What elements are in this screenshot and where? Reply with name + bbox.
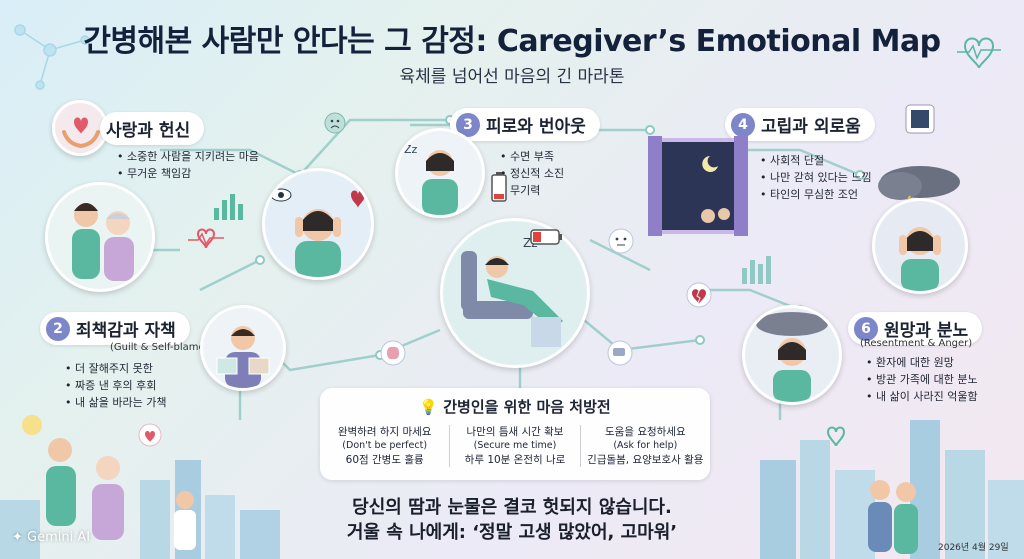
sparkle-icon: ✦ (12, 530, 28, 545)
city-skyline-left (0, 415, 280, 559)
list-item: 나만 갇혀 있다는 느낌 (760, 169, 872, 186)
closing-line-1: 당신의 땀과 눈물은 결코 헛되지 않습니다. (352, 497, 672, 518)
list-item: 더 잘해주지 못한 (65, 360, 166, 377)
low-battery-icon (491, 172, 507, 202)
tip-title: 완벽하려 하지 마세요 (337, 426, 432, 438)
page-subtitle: 육체를 넘어선 마음의 긴 마라톤 (399, 67, 625, 87)
tip-title-en: (Ask for help) (613, 440, 678, 451)
section-title: 원망과 분노 (884, 321, 969, 341)
battery-empty-icon (530, 229, 562, 245)
list-item: 사회적 단절 (760, 152, 872, 169)
heart-monitor-icon (188, 228, 224, 249)
distressed-person-illustration (262, 168, 374, 280)
broken-heart-icon (686, 282, 712, 308)
brand-label: Gemini AI (27, 530, 91, 545)
section-title: 고립과 외로움 (761, 117, 861, 137)
list-item: 무거운 책임감 (117, 165, 259, 182)
list-item: 타인의 무심한 조언 (760, 186, 872, 203)
city-skyline-right (760, 420, 1024, 559)
caregiver-elder-illustration (45, 182, 155, 292)
tip-card: 나만의 틈새 시간 확보 (Secure me time) 하루 10분 온전히… (450, 425, 581, 467)
tip-detail: 긴급돌봄, 요양보호사 활용 (587, 454, 704, 466)
list-item: 무기력 (500, 182, 564, 199)
tip-title: 나만의 틈새 시간 확보 (466, 426, 564, 438)
section-number-badge: 2 (46, 316, 70, 341)
picture-frame-icon (905, 104, 935, 134)
tip-detail: 60점 간병도 훌륭 (345, 454, 424, 466)
tip-title-en: (Don't be perfect) (342, 440, 428, 451)
section-title: 죄책감과 자책 (76, 321, 176, 341)
bar-chart-icon (742, 256, 771, 284)
section-title: 피로와 번아웃 (486, 117, 586, 137)
sad-face-icon (324, 112, 346, 134)
list-item: 소중한 사람을 지키려는 마음 (117, 148, 259, 165)
sleeping-caregiver-illustration: Zz (440, 218, 590, 368)
page-title: 간병해본 사람만 안다는 그 감정: Caregiver’s Emotional… (83, 24, 941, 59)
window-illustration (648, 136, 748, 236)
closing-line-2: 거울 속 나에게: ‘정말 고생 많았어, 고마워’ (346, 522, 678, 543)
prescription-title: 간병인을 위한 마음 처방전 (443, 398, 611, 416)
date-label: 2026년 4월 29일 (938, 543, 1009, 553)
tired-nurse-illustration: Zz (395, 128, 485, 218)
list-item: 정신적 소진 (500, 165, 564, 182)
photo-holding-illustration (200, 305, 286, 391)
section-number-badge: 4 (731, 112, 755, 137)
brand-logo: ✦ Gemini AI (12, 530, 90, 545)
bar-chart-icon (214, 194, 243, 220)
svg-text:Zz: Zz (404, 143, 418, 156)
tip-title: 도움을 요청하세요 (605, 426, 686, 438)
list-item: 환자에 대한 원망 (866, 354, 978, 371)
section-subtitle-en: (Guilt & Self-blame) (110, 342, 209, 353)
tip-card: 도움을 요청하세요 (Ask for help) 긴급돌봄, 요양보호사 활용 (581, 425, 710, 467)
list-item: 내 삶이 사라진 억울함 (866, 388, 978, 405)
section-number-badge: 6 (854, 316, 878, 341)
storm-cloud-icon (878, 166, 960, 210)
angry-person-illustration (742, 305, 842, 405)
stressed-person-illustration (872, 198, 968, 294)
face-icon (608, 228, 634, 254)
prescription-box: 💡 간병인을 위한 마음 처방전 완벽하려 하지 마세요 (Don't be p… (320, 388, 710, 480)
list-item: 내 삶을 바라는 가책 (65, 394, 166, 411)
brain-icon (380, 340, 406, 366)
chat-bubble-icon (607, 340, 633, 366)
tip-detail: 하루 10분 온전히 나로 (464, 454, 566, 466)
section-subtitle-en: (Resentment & Anger) (860, 338, 973, 349)
list-item: 짜증 낸 후의 후회 (65, 377, 166, 394)
tip-title-en: (Secure me time) (473, 440, 557, 451)
closing-message: 당신의 땀과 눈물은 결코 헛되지 않습니다. 거울 속 나에게: ‘정말 고생… (0, 495, 1024, 545)
list-item: 수면 부족 (500, 148, 564, 165)
list-item: 방관 가족에 대한 분노 (866, 371, 978, 388)
section-number-badge: 3 (456, 112, 480, 137)
tip-card: 완벽하려 하지 마세요 (Don't be perfect) 60점 간병도 훌… (320, 425, 451, 467)
lightbulb-icon: 💡 (419, 398, 438, 416)
section-title: 사랑과 헌신 (106, 121, 191, 141)
